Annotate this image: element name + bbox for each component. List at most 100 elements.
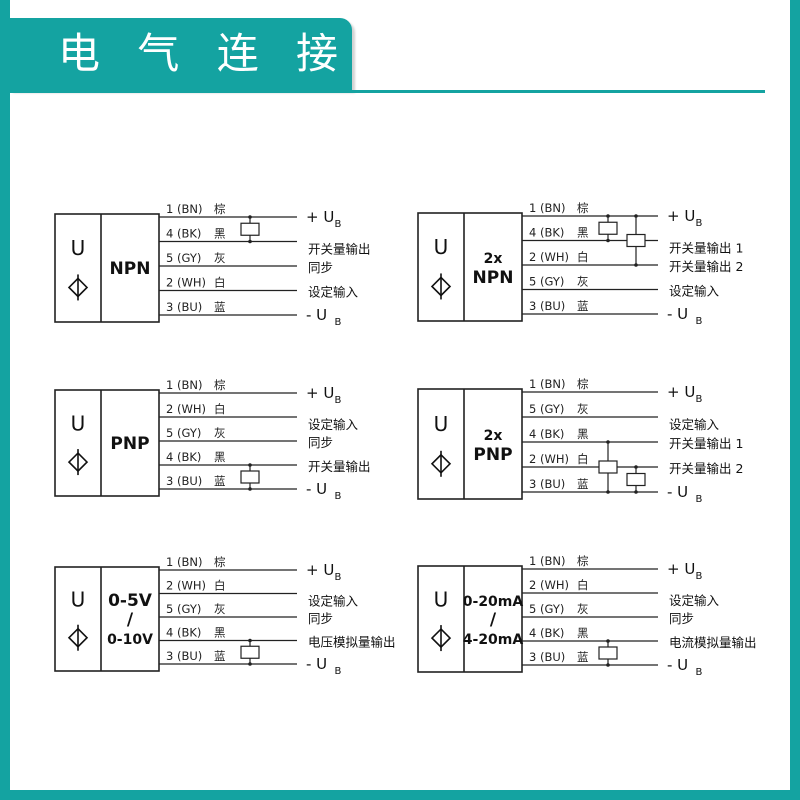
signal-label: 开关量输出 1 xyxy=(669,241,743,256)
wire-code: (BU) xyxy=(540,477,565,491)
wire-color: 白 xyxy=(577,578,589,592)
model-label: 0-5V xyxy=(108,591,153,611)
wire-color: 黑 xyxy=(214,626,226,640)
wire-code: (BU) xyxy=(177,649,202,663)
signal-label: 开关量输出 2 xyxy=(669,461,743,476)
wire-number: 1 xyxy=(166,202,173,216)
wire-color: 黑 xyxy=(214,450,226,464)
supply-label: - U xyxy=(306,655,327,673)
wire-color: 蓝 xyxy=(577,650,589,664)
signal-label: 同步 xyxy=(308,611,333,626)
supply-label: - U xyxy=(667,656,688,674)
wire-number: 1 xyxy=(529,201,536,215)
supply-subscript: B xyxy=(335,491,342,502)
wire-code: (WH) xyxy=(177,402,206,416)
signal-label: 设定输入 xyxy=(308,417,359,432)
junction-dot xyxy=(248,239,252,244)
supply-subscript: B xyxy=(335,572,342,583)
wire-code: (BN) xyxy=(177,378,202,392)
wire-color: 棕 xyxy=(214,378,226,392)
sensor-body xyxy=(54,566,160,672)
wire-color: 蓝 xyxy=(577,299,589,313)
wire-code: (WH) xyxy=(177,579,206,593)
wire-code: (BN) xyxy=(177,202,202,216)
relay-coil-icon xyxy=(240,222,260,236)
signal-label: 设定输入 xyxy=(308,594,359,609)
junction-dot xyxy=(606,440,610,444)
signal-label: 设定输入 xyxy=(669,417,720,432)
wire-color: 灰 xyxy=(214,426,226,440)
relay-coil-icon xyxy=(598,646,618,660)
model-label: 2x xyxy=(484,251,503,267)
wire-number: 2 xyxy=(529,250,536,264)
wire-code: (WH) xyxy=(540,578,569,592)
supply-label: + U xyxy=(306,384,334,402)
model-label: / xyxy=(127,610,134,630)
supply-subscript: B xyxy=(696,667,703,678)
junction-dot xyxy=(634,263,638,267)
wire-number: 5 xyxy=(529,402,536,416)
wire-number: 3 xyxy=(529,650,536,664)
model-label: 4-20mA xyxy=(463,632,524,648)
supply-subscript: B xyxy=(335,219,342,230)
sensor-letter: U xyxy=(434,587,449,611)
junction-dot xyxy=(248,463,252,467)
sensor-letter: U xyxy=(71,411,86,435)
model-label: PNP xyxy=(110,434,149,454)
wire-code: (WH) xyxy=(540,452,569,466)
wire-color: 蓝 xyxy=(214,474,226,488)
wire-color: 白 xyxy=(214,579,226,593)
relay-coil-icon xyxy=(598,460,618,474)
model-label: PNP xyxy=(473,445,512,465)
signal-label: 同步 xyxy=(308,435,333,450)
signal-label: 设定输入 xyxy=(669,593,720,608)
supply-subscript: B xyxy=(335,317,342,328)
signal-label: 开关量输出 xyxy=(308,459,371,474)
page-title: 电 气 连 接 xyxy=(58,29,351,78)
wire-color: 灰 xyxy=(577,402,589,416)
supply-label: + U xyxy=(306,561,334,579)
wire-number: 2 xyxy=(529,452,536,466)
wire-number: 2 xyxy=(166,579,173,593)
wire-color: 白 xyxy=(214,402,226,416)
wire-code: (BU) xyxy=(177,474,202,488)
signal-label: 设定输入 xyxy=(308,285,359,300)
sensor-letter: U xyxy=(434,412,449,436)
wire-color: 白 xyxy=(577,250,589,264)
supply-subscript: B xyxy=(335,395,342,406)
model-label: / xyxy=(490,610,497,630)
supply-label: - U xyxy=(667,305,688,323)
supply-label: + U xyxy=(667,560,695,578)
wire-number: 5 xyxy=(529,275,536,289)
wire-code: (BK) xyxy=(540,226,564,240)
wire-number: 3 xyxy=(166,474,173,488)
wire-color: 白 xyxy=(577,452,589,466)
wire-color: 蓝 xyxy=(214,649,226,663)
sensor-letter: U xyxy=(434,235,449,259)
wire-code: (GY) xyxy=(540,275,564,289)
supply-subscript: B xyxy=(696,571,703,582)
wire-number: 1 xyxy=(529,377,536,391)
wire-color: 黑 xyxy=(577,626,589,640)
wire-color: 灰 xyxy=(577,602,589,616)
wire-color: 棕 xyxy=(214,202,226,216)
wire-code: (BK) xyxy=(540,626,564,640)
relay-coil-icon xyxy=(626,233,646,248)
wire-color: 黑 xyxy=(577,226,589,240)
junction-dot xyxy=(606,214,610,218)
wire-code: (BK) xyxy=(177,626,201,640)
junction-dot xyxy=(606,639,610,643)
wire-color: 白 xyxy=(214,276,226,290)
wire-code: (BN) xyxy=(540,201,565,215)
sensor-body xyxy=(417,565,523,673)
wire-number: 3 xyxy=(529,299,536,313)
model-label: 0-10V xyxy=(107,632,153,648)
wire-color: 灰 xyxy=(577,275,589,289)
wire-code: (GY) xyxy=(177,251,201,265)
